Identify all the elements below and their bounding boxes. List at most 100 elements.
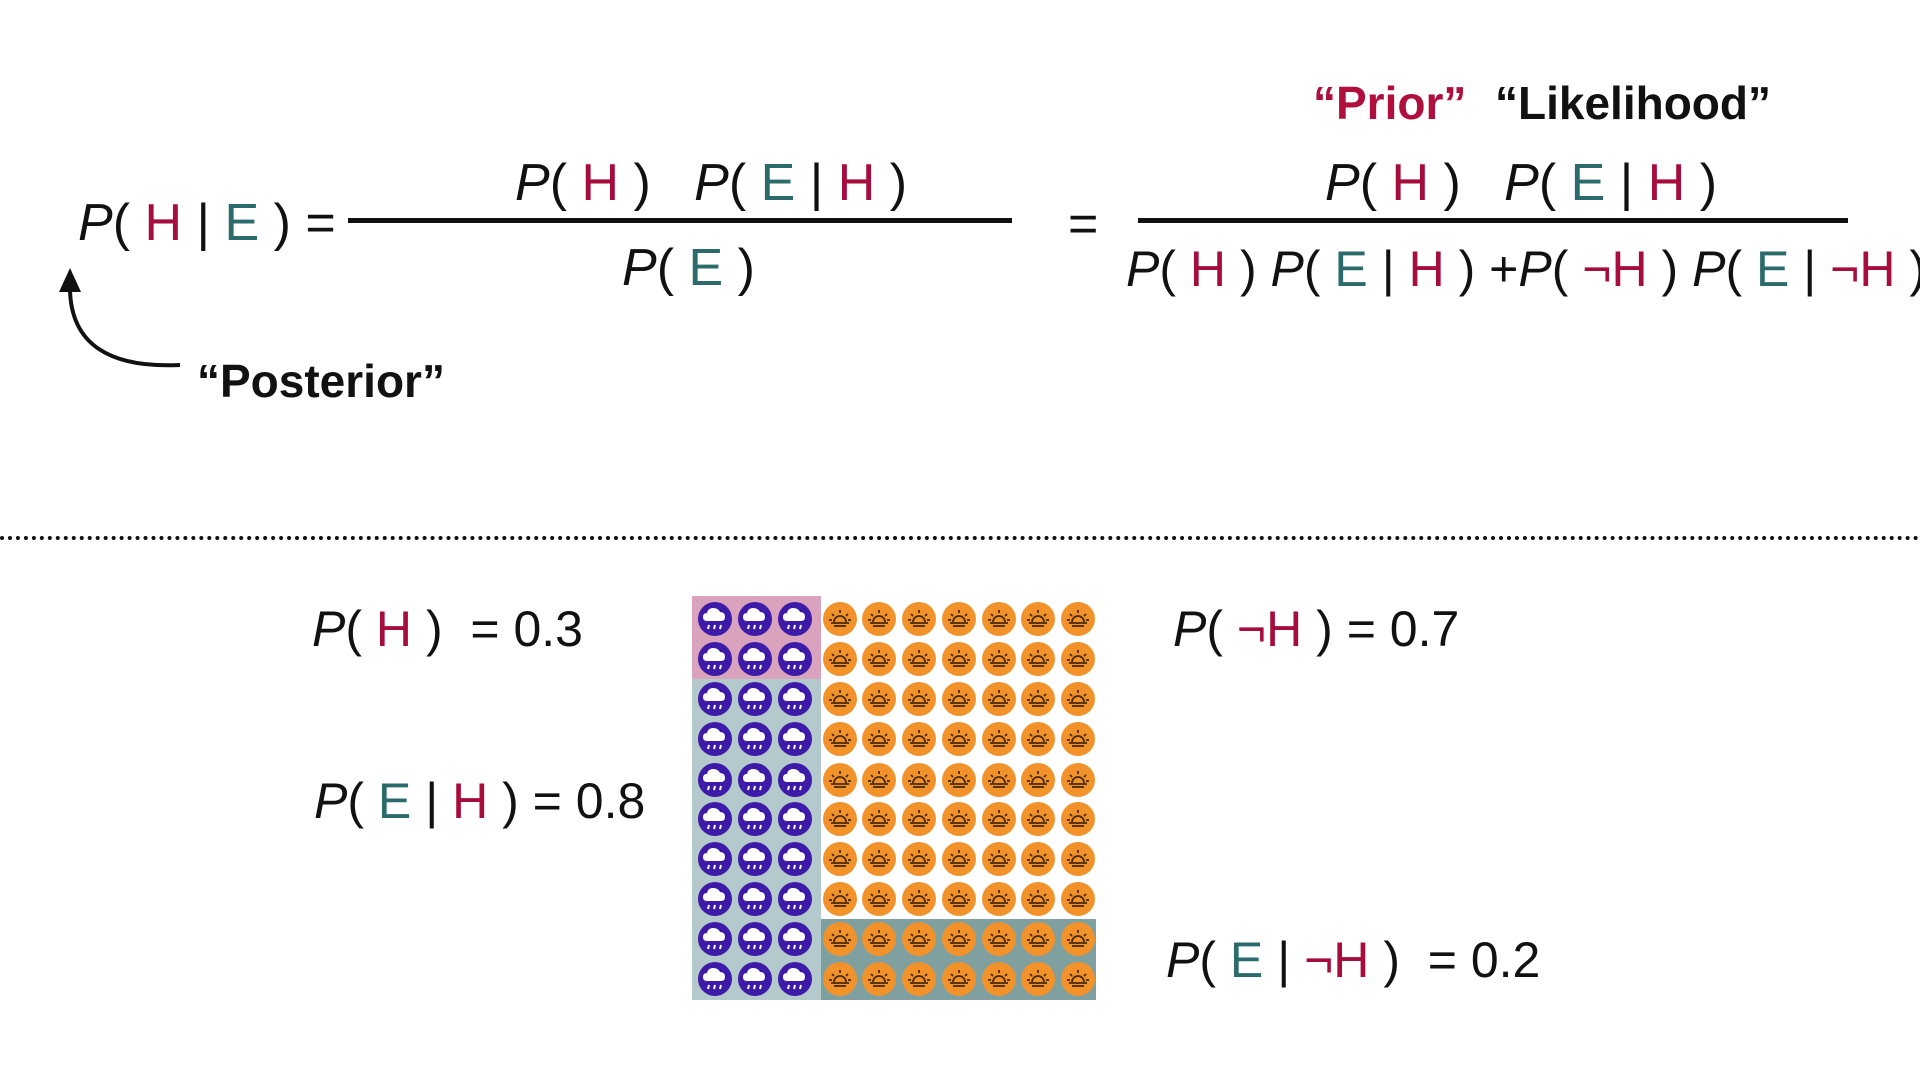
rain-cloud-icon — [738, 922, 772, 956]
sun-icon — [942, 722, 976, 756]
sun-icon — [1021, 682, 1055, 716]
probability-grid — [692, 596, 1092, 996]
sun-icon — [982, 842, 1016, 876]
numerator-2: P( H ) P( E | H ) — [1325, 157, 1717, 209]
rain-cloud-icon — [778, 763, 812, 797]
rain-cloud-icon — [698, 802, 732, 836]
sun-icon — [942, 763, 976, 797]
sun-icon — [823, 842, 857, 876]
sun-icon — [942, 642, 976, 676]
sun-icon — [1061, 842, 1095, 876]
sun-icon — [823, 962, 857, 996]
sun-icon — [1061, 602, 1095, 636]
sun-icon — [862, 642, 896, 676]
rain-cloud-icon — [778, 602, 812, 636]
sun-icon — [862, 602, 896, 636]
rain-cloud-icon — [778, 802, 812, 836]
sun-icon — [942, 842, 976, 876]
sun-icon — [823, 802, 857, 836]
sun-icon — [902, 642, 936, 676]
sun-icon — [902, 882, 936, 916]
stat-p-e-given-not-h: P( E | ¬H ) = 0.2 — [1166, 935, 1540, 985]
sun-icon — [823, 642, 857, 676]
sun-icon — [982, 642, 1016, 676]
rain-cloud-icon — [738, 802, 772, 836]
sun-icon — [1061, 802, 1095, 836]
rain-cloud-icon — [738, 602, 772, 636]
sun-icon — [1021, 882, 1055, 916]
sun-icon — [862, 842, 896, 876]
rain-cloud-icon — [698, 763, 732, 797]
sun-icon — [862, 722, 896, 756]
sun-icon — [942, 682, 976, 716]
sun-icon — [982, 763, 1016, 797]
sun-icon — [1021, 763, 1055, 797]
sun-icon — [982, 922, 1016, 956]
sun-icon — [982, 722, 1016, 756]
sun-icon — [1061, 642, 1095, 676]
rain-cloud-icon — [698, 722, 732, 756]
sun-icon — [823, 763, 857, 797]
prior-label: “Prior” — [1313, 80, 1466, 126]
rain-cloud-icon — [738, 962, 772, 996]
sun-icon — [902, 922, 936, 956]
likelihood-label: “Likelihood” — [1495, 80, 1771, 126]
sun-icon — [1061, 763, 1095, 797]
sun-icon — [1061, 682, 1095, 716]
rain-cloud-icon — [698, 642, 732, 676]
sun-icon — [862, 802, 896, 836]
sun-icon — [1061, 882, 1095, 916]
sun-icon — [942, 922, 976, 956]
sun-icon — [823, 882, 857, 916]
stat-p-e-given-h: P( E | H ) = 0.8 — [314, 776, 645, 826]
sun-icon — [982, 962, 1016, 996]
sun-icon — [862, 763, 896, 797]
sun-icon — [1021, 602, 1055, 636]
sun-icon — [902, 842, 936, 876]
rain-cloud-icon — [778, 682, 812, 716]
sun-icon — [902, 722, 936, 756]
rain-cloud-icon — [778, 962, 812, 996]
sun-icon — [862, 922, 896, 956]
rain-cloud-icon — [738, 722, 772, 756]
posterior-label: “Posterior” — [197, 358, 445, 404]
rain-cloud-icon — [778, 642, 812, 676]
sun-icon — [982, 882, 1016, 916]
rain-cloud-icon — [698, 842, 732, 876]
sun-icon — [1021, 802, 1055, 836]
sun-icon — [1021, 642, 1055, 676]
rain-cloud-icon — [698, 602, 732, 636]
sun-icon — [823, 682, 857, 716]
rain-cloud-icon — [738, 642, 772, 676]
denominator-1: P( E ) — [622, 242, 755, 294]
sun-icon — [1061, 962, 1095, 996]
rain-cloud-icon — [698, 962, 732, 996]
sun-icon — [982, 602, 1016, 636]
sun-icon — [982, 802, 1016, 836]
sun-icon — [823, 922, 857, 956]
rain-cloud-icon — [778, 882, 812, 916]
sun-icon — [823, 602, 857, 636]
rain-cloud-icon — [738, 682, 772, 716]
sun-icon — [1021, 962, 1055, 996]
rain-cloud-icon — [778, 722, 812, 756]
sun-icon — [902, 802, 936, 836]
rain-cloud-icon — [698, 882, 732, 916]
sun-icon — [1061, 922, 1095, 956]
sun-icon — [942, 882, 976, 916]
sun-icon — [1021, 842, 1055, 876]
rain-cloud-icon — [738, 763, 772, 797]
fraction-line-2 — [1138, 218, 1848, 223]
fraction-line-1 — [348, 218, 1012, 223]
sun-icon — [823, 722, 857, 756]
sun-icon — [942, 962, 976, 996]
sun-icon — [902, 602, 936, 636]
posterior-expression: P( H | E ) = — [78, 197, 336, 249]
denominator-2: P( H ) P( E | H ) +P( ¬H ) P( E | ¬H ) — [1126, 244, 1920, 294]
stat-p-h: P( H ) = 0.3 — [312, 604, 583, 654]
sun-icon — [862, 882, 896, 916]
rain-cloud-icon — [738, 882, 772, 916]
sun-icon — [902, 962, 936, 996]
rain-cloud-icon — [778, 922, 812, 956]
sun-icon — [1021, 722, 1055, 756]
